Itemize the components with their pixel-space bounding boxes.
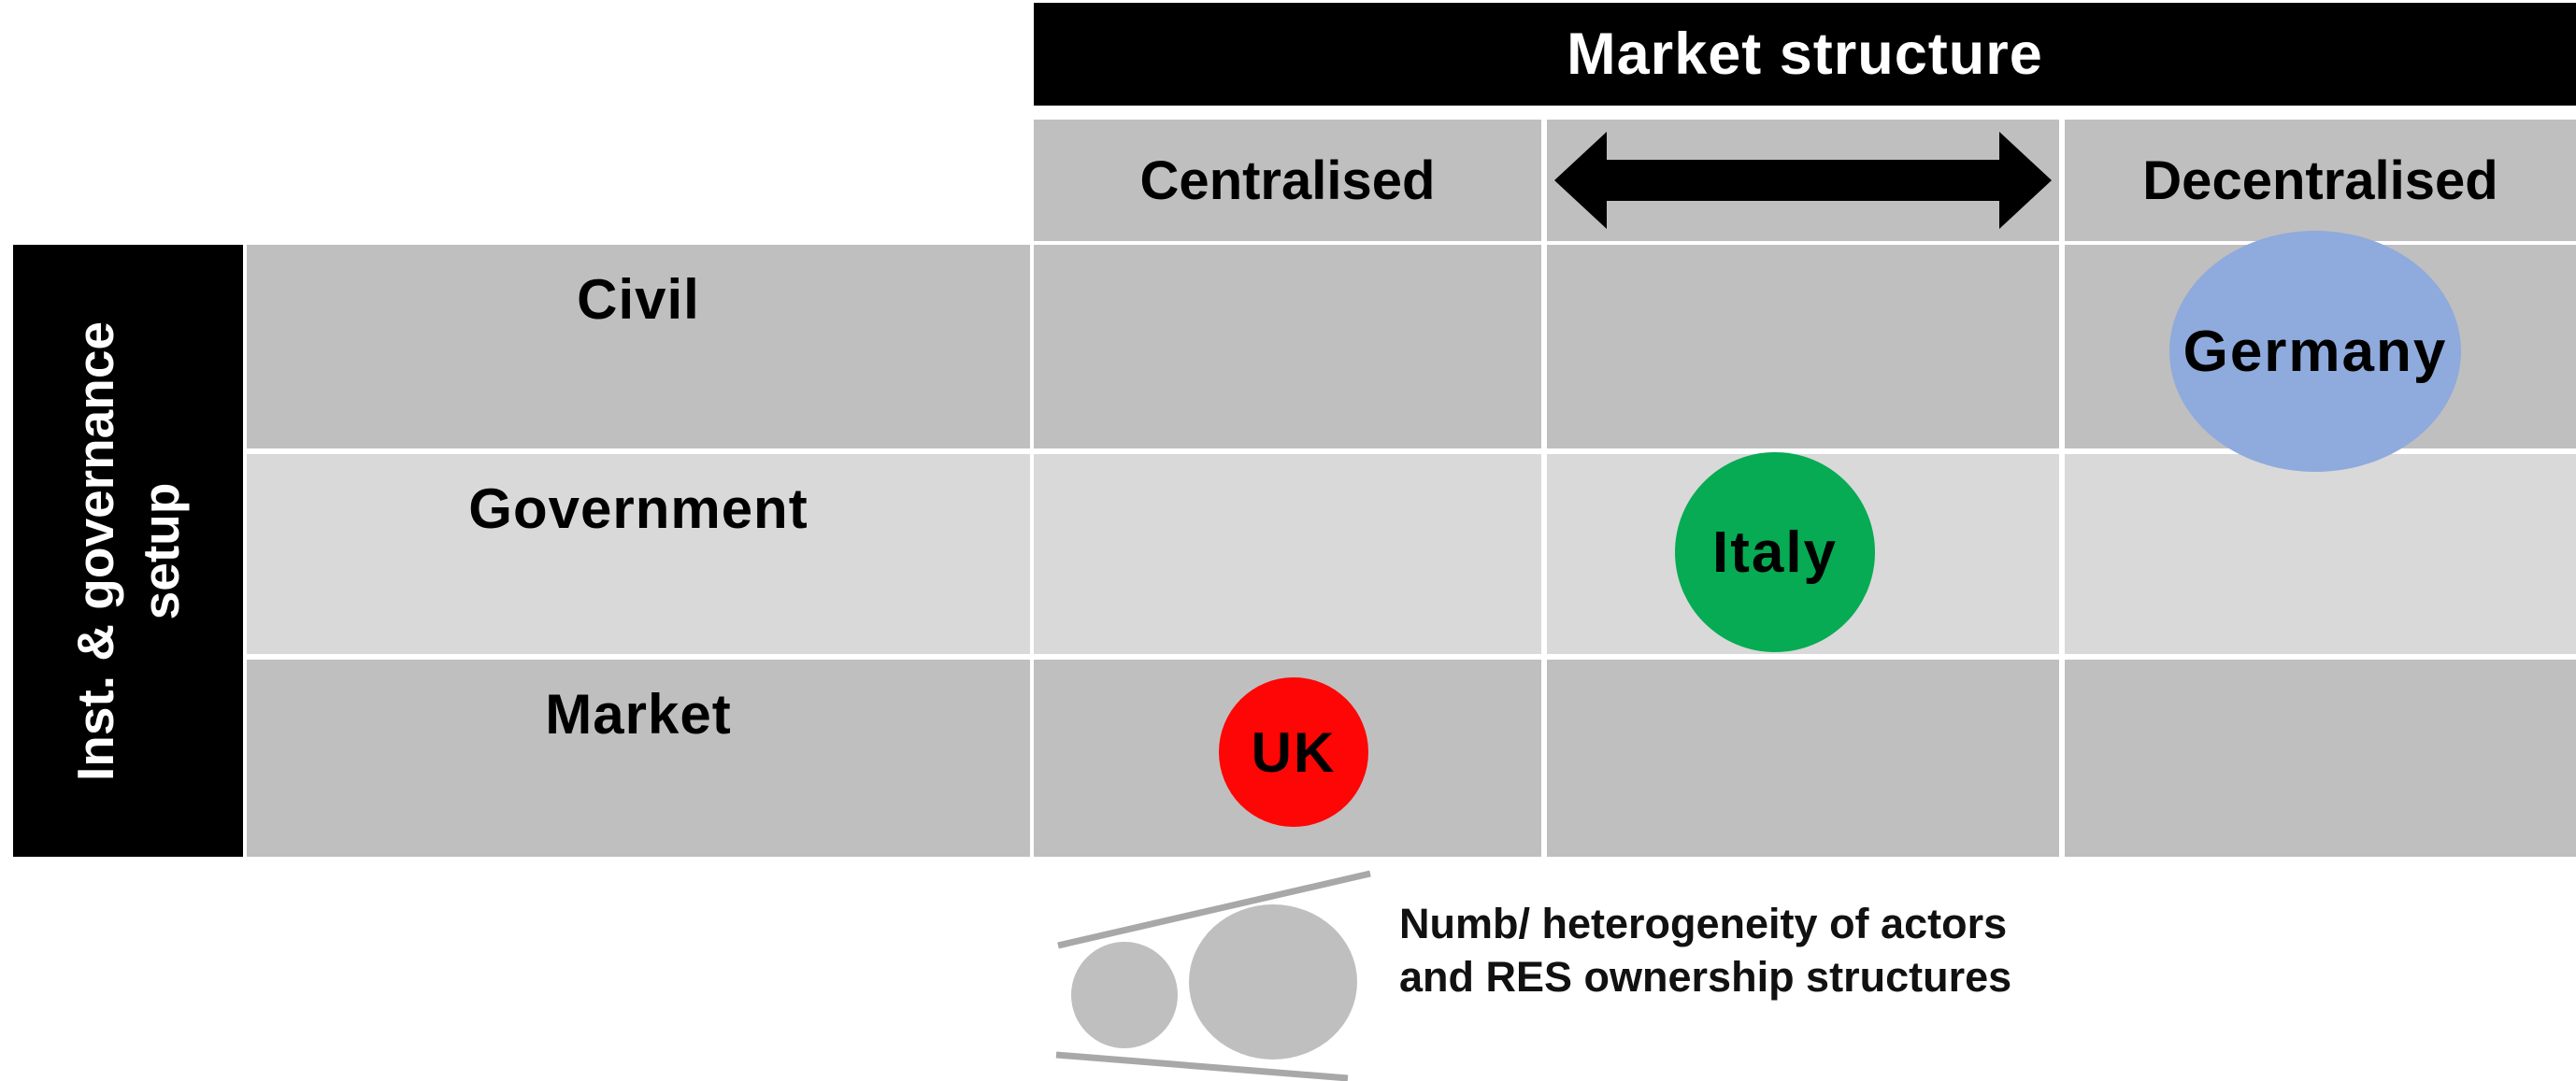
legend-caption-line2: and RES ownership structures xyxy=(1399,953,2012,1001)
bubble-uk: UK xyxy=(1219,677,1368,827)
y-axis-title-bar: Inst. & governance setup xyxy=(13,245,243,857)
bubble-italy-label: Italy xyxy=(1711,519,1839,585)
column-header-middle xyxy=(1547,120,2059,241)
column-header-decentralised-label: Decentralised xyxy=(2142,149,2498,211)
cell-government-centralised xyxy=(1034,454,1541,654)
row-label-civil: Civil xyxy=(247,245,1030,448)
y-axis-title-line1: Inst. & governance xyxy=(66,320,124,781)
column-header-centralised: Centralised xyxy=(1034,120,1541,241)
bubble-germany-label: Germany xyxy=(2182,319,2448,384)
y-axis-title-line2: setup xyxy=(132,482,190,619)
x-axis-title-bar: Market structure xyxy=(1034,3,2576,106)
legend-size-graphic xyxy=(1019,855,1411,1081)
legend-small-circle-icon xyxy=(1071,942,1178,1048)
legend-caption: Numb/ heterogeneity of actors and RES ow… xyxy=(1399,897,2011,1003)
bubble-uk-label: UK xyxy=(1251,720,1337,784)
column-header-decentralised: Decentralised xyxy=(2065,120,2576,241)
bubble-italy: Italy xyxy=(1675,452,1875,652)
row-label-civil-text: Civil xyxy=(577,268,700,331)
cell-government-decentralised xyxy=(2065,454,2576,654)
cell-market-middle xyxy=(1547,660,2059,857)
cell-market-decentralised xyxy=(2065,660,2576,857)
column-header-centralised-label: Centralised xyxy=(1139,149,1436,211)
cell-civil-centralised xyxy=(1034,245,1541,448)
row-label-government-text: Government xyxy=(468,477,809,540)
legend-caption-line1: Numb/ heterogeneity of actors xyxy=(1399,900,2008,947)
row-label-market-text: Market xyxy=(545,683,732,746)
y-axis-title: Inst. & governance setup xyxy=(13,245,243,857)
bubble-germany: Germany xyxy=(2169,231,2461,472)
legend-top-line xyxy=(1057,870,1371,949)
legend-large-circle-icon xyxy=(1189,904,1357,1060)
x-axis-title: Market structure xyxy=(1567,21,2043,87)
row-label-government: Government xyxy=(247,454,1030,654)
legend-bottom-line xyxy=(1055,1051,1349,1081)
row-label-market: Market xyxy=(247,660,1030,857)
cell-civil-middle xyxy=(1547,245,2059,448)
double-arrow-icon xyxy=(1547,120,2059,241)
